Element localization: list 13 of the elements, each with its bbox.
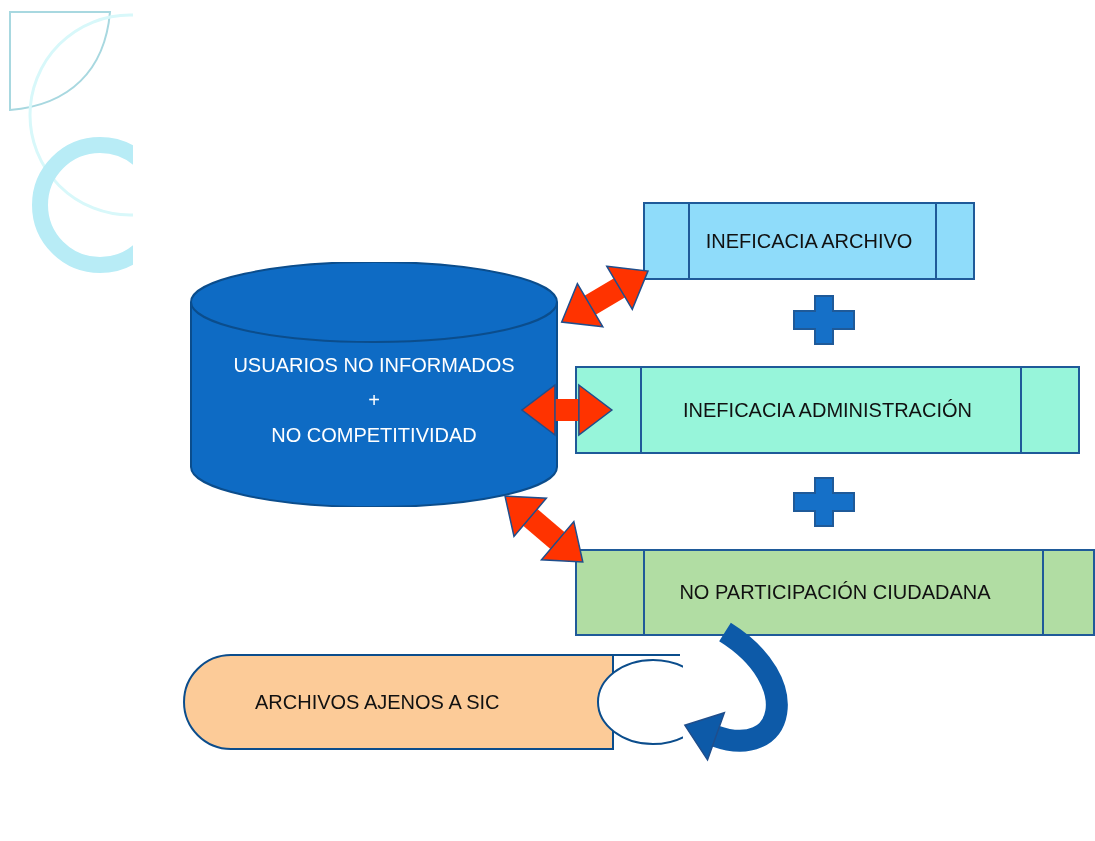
node-label: ARCHIVOS AJENOS A SIC: [255, 690, 500, 714]
process-box: [575, 549, 1095, 636]
node-label: NO COMPETITIVIDAD: [271, 424, 477, 447]
node-label: +: [368, 389, 380, 412]
arrow: [504, 495, 584, 563]
node-label: USUARIOS NO INFORMADOS: [233, 354, 515, 377]
node-label: INEFICACIA ARCHIVO: [705, 229, 913, 253]
process-box: [643, 202, 975, 280]
node-label: INEFICACIA ADMINISTRACIÓN: [683, 398, 972, 422]
node-label: NO PARTICIPACIÓN CIUDADANA: [679, 581, 991, 604]
arrow: [521, 384, 613, 436]
process-box: [575, 366, 1080, 454]
arrow: [560, 265, 649, 328]
